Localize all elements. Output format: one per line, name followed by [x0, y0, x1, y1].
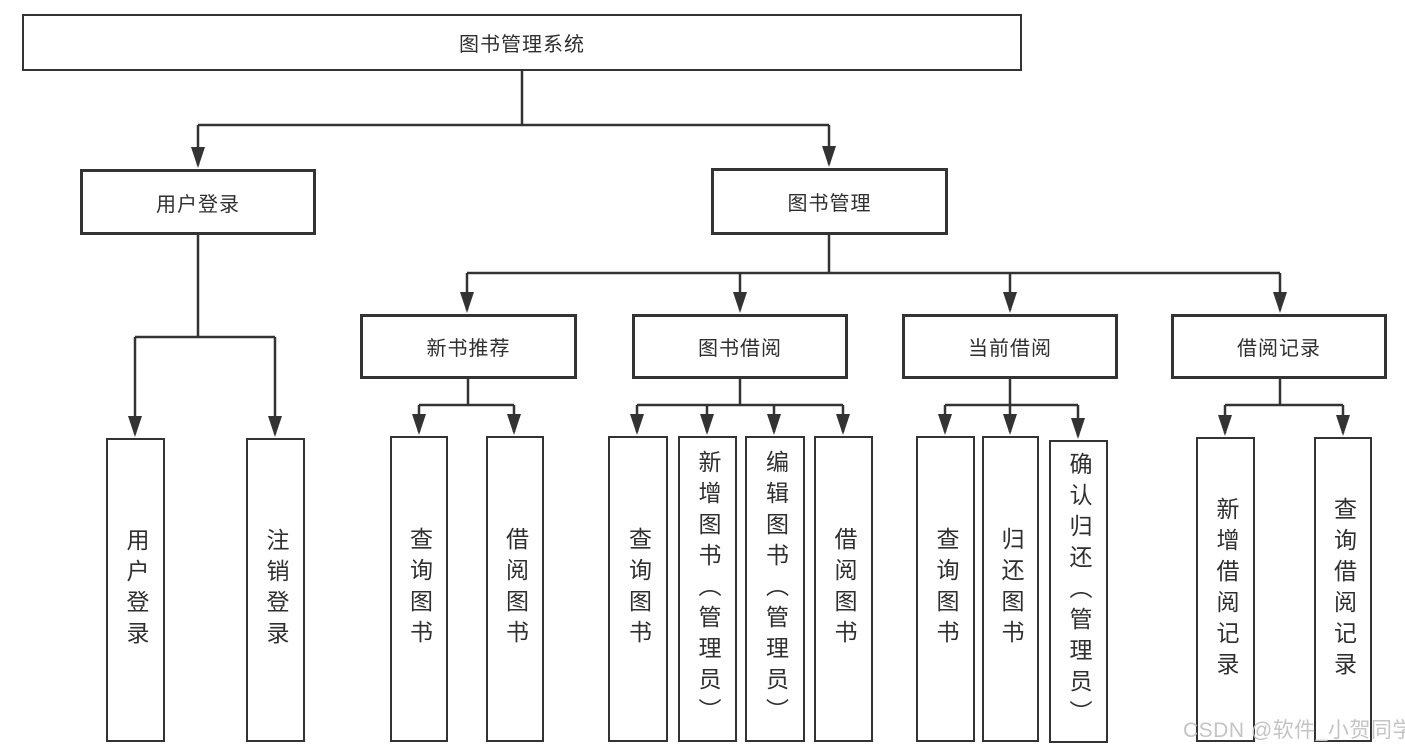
leaf-borrowing-edit-books-admin-label: 编辑图书（管理员）: [762, 449, 789, 729]
edge-root-to-level2: [196, 71, 831, 165]
node-book-management: 图书管理: [711, 168, 948, 235]
leaf-recommend-query-books: 查询图书: [390, 436, 448, 742]
node-root: 图书管理系统: [22, 14, 1022, 71]
leaf-records-add-record: 新增借阅记录: [1196, 437, 1255, 742]
node-current-borrowing-label: 当前借阅: [968, 338, 1052, 360]
arrowhead-icon: [1003, 292, 1017, 313]
leaf-logout: 注销登录: [246, 438, 305, 742]
arrowhead-icon: [1336, 415, 1350, 436]
node-user-login: 用户登录: [80, 169, 316, 235]
arrowhead-icon: [836, 414, 850, 435]
arrowhead-icon: [1218, 415, 1232, 436]
arrowhead-icon: [412, 414, 426, 435]
arrowhead-icon: [1071, 418, 1085, 439]
leaf-user-login-label: 用户登录: [123, 528, 149, 652]
edge-new-book-rec-to-leaves: [417, 379, 516, 432]
arrowhead-icon: [822, 146, 836, 167]
edge-book-mgmt-to-level3: [465, 235, 1282, 310]
node-new-book-recommend-label: 新书推荐: [426, 338, 511, 360]
leaf-records-query-record: 查询借阅记录: [1314, 437, 1372, 742]
leaf-borrowing-add-books-admin-label: 新增图书（管理员）: [695, 449, 721, 729]
arrowhead-icon: [938, 414, 952, 435]
leaf-borrowing-edit-books-admin: 编辑图书（管理员）: [745, 436, 805, 742]
leaf-current-return-books: 归还图书: [982, 436, 1039, 742]
arrowhead-icon: [1003, 414, 1017, 435]
node-user-login-label: 用户登录: [156, 193, 240, 216]
arrowhead-icon: [630, 414, 644, 435]
leaf-current-query-books: 查询图书: [916, 436, 975, 742]
node-current-borrowing: 当前借阅: [902, 314, 1118, 379]
arrowhead-icon: [733, 292, 747, 313]
arrowhead-icon: [700, 414, 714, 435]
node-book-borrowing: 图书借阅: [632, 314, 848, 379]
leaf-borrowing-borrow-books-label: 借阅图书: [831, 527, 857, 651]
leaf-records-query-record-label: 查询借阅记录: [1330, 496, 1357, 683]
leaf-logout-label: 注销登录: [263, 528, 289, 652]
watermark: CSDN @软件_小贺同学: [1183, 719, 1405, 742]
leaf-borrowing-query-books-label: 查询图书: [625, 527, 652, 651]
arrowhead-icon: [767, 414, 781, 435]
leaf-current-confirm-return-admin: 确认归还（管理员）: [1049, 440, 1108, 743]
leaf-recommend-query-books-label: 查询图书: [406, 527, 433, 651]
leaf-borrowing-add-books-admin: 新增图书（管理员）: [678, 436, 737, 742]
leaf-recommend-borrow-books: 借阅图书: [486, 436, 544, 742]
node-book-borrowing-label: 图书借阅: [698, 338, 782, 360]
edge-borrow-records-to-leaves: [1223, 379, 1345, 433]
node-book-management-label: 图书管理: [787, 193, 872, 215]
edge-book-borrow-to-leaves: [635, 379, 845, 432]
leaf-current-return-books-label: 归还图书: [998, 527, 1024, 651]
leaf-borrowing-query-books: 查询图书: [608, 436, 668, 742]
leaf-recommend-borrow-books-label: 借阅图书: [502, 527, 529, 651]
node-borrowing-records-label: 借阅记录: [1237, 338, 1321, 360]
edge-user-login-to-leaves: [133, 235, 277, 434]
node-borrowing-records: 借阅记录: [1171, 314, 1387, 379]
leaf-current-query-books-label: 查询图书: [933, 527, 959, 651]
node-root-label: 图书管理系统: [459, 34, 585, 56]
arrowhead-icon: [268, 416, 282, 437]
leaf-borrowing-borrow-books: 借阅图书: [814, 436, 873, 742]
leaf-records-add-record-label: 新增借阅记录: [1213, 496, 1239, 683]
arrowhead-icon: [128, 416, 142, 437]
arrowhead-icon: [507, 414, 521, 435]
leaf-current-confirm-return-admin-label: 确认归还（管理员）: [1066, 452, 1092, 731]
node-new-book-recommend: 新书推荐: [360, 314, 577, 379]
arrowhead-icon: [1273, 292, 1287, 313]
arrowhead-icon: [191, 147, 205, 168]
arrowhead-icon: [460, 292, 474, 313]
leaf-user-login: 用户登录: [106, 438, 165, 742]
